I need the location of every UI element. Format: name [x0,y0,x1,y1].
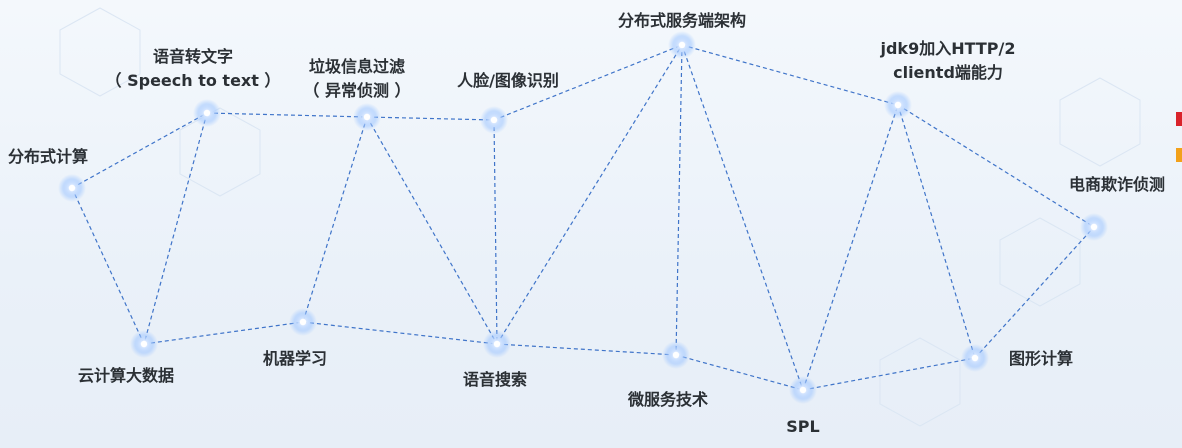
edge-distributed-service-spl [681,44,804,391]
edge-jdk9-http2-graph-computing [897,104,976,359]
label-voice-search: 语音搜索 [463,370,527,389]
node-core [490,116,498,124]
label-spam-filter-line2: （ 异常侦测 ） [303,81,410,100]
label-cloud-bigdata: 云计算大数据 [78,366,174,385]
node-core [1090,223,1098,231]
edge-voice-search-distributed-service [496,44,683,345]
node-cloud-bigdata [130,330,158,358]
node-distributed-service [668,31,696,59]
node-spam-filter [353,103,381,131]
edge-voice-search-microservices [496,343,677,356]
edge-microservices-spl [675,354,804,391]
node-core [894,101,902,109]
edge-face-recognition-distributed-service [493,44,683,121]
node-spl [789,376,817,404]
edge-speech-to-text-cloud-bigdata [143,112,208,345]
edge-face-recognition-voice-search [493,119,498,345]
node-distributed-computing [58,174,86,202]
label-distributed-service: 分布式服务端架构 [618,11,746,30]
label-jdk9-http2-line2: clientd端能力 [893,63,1003,82]
label-face-recognition: 人脸/图像识别 [457,71,559,90]
node-machine-learning [289,308,317,336]
edge-spam-filter-voice-search [366,116,498,345]
edge-speech-to-text-spam-filter [206,112,368,118]
edge-cloud-bigdata-machine-learning [143,321,304,345]
node-voice-search [483,330,511,358]
label-machine-learning: 机器学习 [263,349,327,368]
label-distributed-computing: 分布式计算 [8,147,88,166]
node-jdk9-http2 [884,91,912,119]
node-core [68,184,76,192]
node-microservices [662,341,690,369]
edge-spl-jdk9-http2 [802,104,899,391]
edge-distributed-computing-speech-to-text [71,112,208,189]
node-core [363,113,371,121]
node-core [678,41,686,49]
label-graph-computing: 图形计算 [1009,349,1073,368]
label-spam-filter: 垃圾信息过滤 [309,57,405,76]
node-graph-computing [961,344,989,372]
label-jdk9-http2: jdk9加入HTTP/2 [879,39,1015,58]
edge-distributed-computing-cloud-bigdata [71,187,145,345]
node-core [140,340,148,348]
label-ecommerce-fraud: 电商欺诈侦测 [1069,175,1165,194]
red-accent-mark [1176,112,1182,126]
edges-layer [71,44,1095,391]
label-microservices: 微服务技术 [627,390,708,409]
node-core [672,351,680,359]
node-core [299,318,307,326]
edge-graph-computing-ecommerce-fraud [974,226,1095,359]
label-speech-to-text-line2: （ Speech to text ） [106,71,281,90]
node-core [971,354,979,362]
edge-jdk9-http2-ecommerce-fraud [897,104,1095,228]
edge-distributed-service-microservices [675,44,683,356]
edge-machine-learning-voice-search [302,321,498,345]
labels-layer: 分布式计算 语音转文字 （ Speech to text ） 垃圾信息过滤 （ 异常侦测… [8,11,1165,436]
edge-distributed-service-jdk9-http2 [681,44,899,106]
node-ecommerce-fraud [1080,213,1108,241]
node-face-recognition [480,106,508,134]
edge-spl-graph-computing [802,357,976,391]
edge-spam-filter-face-recognition [366,116,495,121]
background-hexagons [59,7,1141,427]
edge-spam-filter-machine-learning [302,116,368,323]
node-core [493,340,501,348]
label-spl: SPL [786,417,819,436]
orange-accent-mark [1176,148,1182,162]
node-core [203,109,211,117]
nodes-layer [58,31,1108,404]
node-core [799,386,807,394]
node-speech-to-text [193,99,221,127]
label-speech-to-text: 语音转文字 [153,47,233,66]
